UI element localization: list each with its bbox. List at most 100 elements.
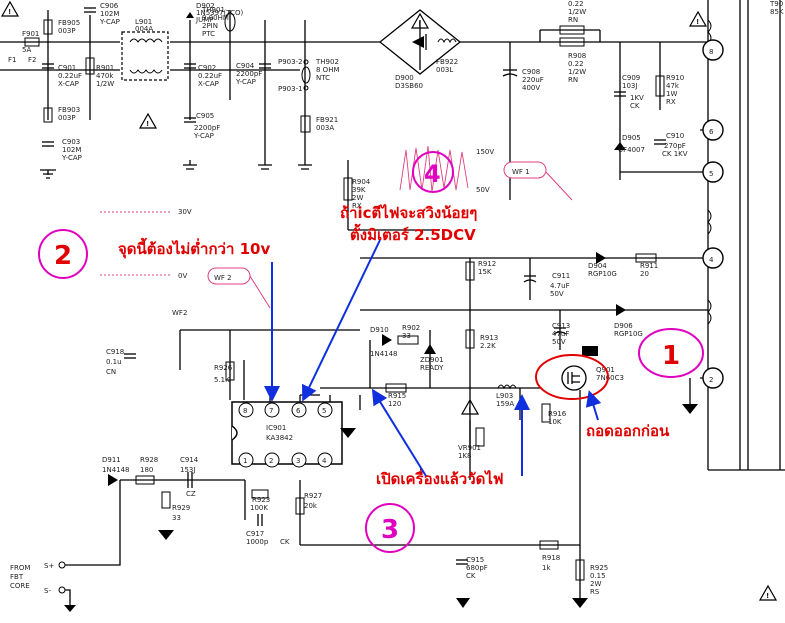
warning-icon: ! [758,584,778,601]
res-r918: R918 1k [539,540,560,572]
ic-pin: 8 [238,402,254,418]
svg-text:R929: R929 [172,504,190,512]
svg-text:R925: R925 [590,564,608,572]
cap-c914: C914 153J CZ [180,456,199,498]
svg-text:RN: RN [568,76,578,84]
ground-symbol [340,428,356,438]
svg-text:1: 1 [243,457,247,465]
svg-text:50V: 50V [552,338,566,346]
warning-icon: ! [0,0,20,17]
svg-text:WF 2: WF 2 [214,274,232,282]
diode-d911: D911 1N4148 [102,456,130,486]
svg-text:X-CAP: X-CAP [198,80,219,88]
res-r915: R915 120 [385,383,407,408]
svg-text:103J: 103J [622,82,637,90]
svg-text:TH901: TH901 [201,6,225,14]
res-r907: 0.22 1/2W RN [559,0,586,35]
svg-text:2W: 2W [352,194,363,202]
svg-text:1K8: 1K8 [458,452,472,460]
svg-text:D902: D902 [196,2,215,10]
bead-fb905: FB905 003P [43,19,80,35]
svg-text:1/2W: 1/2W [568,68,586,76]
svg-text:680pF: 680pF [466,564,488,572]
svg-text:R913: R913 [480,334,498,342]
svg-text:2: 2 [709,376,713,384]
annotation-2: 2 [38,229,88,279]
svg-text:UF4007: UF4007 [618,146,645,154]
svg-text:003A: 003A [316,124,334,132]
svg-text:TH902: TH902 [315,58,339,66]
svg-text:5: 5 [709,170,713,178]
res-r923: R923 100K [250,489,270,512]
thermistor-th901: TH901 9.00HM 2PIN PTC [201,6,236,38]
svg-text:50V: 50V [476,186,490,194]
res-r926: R926 5.1K [214,361,235,384]
svg-text:3: 3 [381,515,399,545]
ground-symbol [158,530,174,540]
svg-text:C904: C904 [236,62,255,70]
svg-text:1W: 1W [666,90,677,98]
svg-text:4.7uF: 4.7uF [550,282,570,290]
svg-text:CK: CK [630,102,640,110]
svg-text:C915: C915 [466,556,484,564]
svg-text:CK: CK [280,538,290,546]
ic-pin: 6 [291,402,307,418]
svg-text:Y-CAP: Y-CAP [99,18,120,26]
svg-text:102M: 102M [62,146,81,154]
cap-c917: C917 1000p CK [246,514,290,546]
res-r928: R928 180 [135,456,158,485]
svg-text:C910: C910 [666,132,684,140]
transformer-pin: 5 [702,161,724,183]
mosfet-q901: Q901 7N60C3 [561,346,624,391]
res-r901: R901 470k 1/2W [85,57,114,88]
diode-d906: D906 RGP10G [614,304,643,338]
svg-text:!: ! [468,406,471,414]
svg-text:!: ! [418,20,421,28]
svg-text:5A: 5A [22,46,31,54]
svg-text:33: 33 [402,332,411,340]
warning-icon: ! [410,12,430,29]
svg-text:7: 7 [269,407,273,415]
svg-text:!: ! [766,592,769,600]
svg-text:20k: 20k [304,502,318,510]
svg-text:P903-1: P903-1 [278,85,303,93]
res-r908: R908 0.22 1/2W RN [559,37,586,84]
transformer-pin: 8 [702,39,724,61]
svg-text:C909: C909 [622,74,640,82]
res-r913: R913 2.2K [465,329,498,350]
svg-text:5.1K: 5.1K [214,376,230,384]
diode-d904: D904 RGP10G [588,252,617,278]
svg-text:180: 180 [140,466,153,474]
svg-text:85K: 85K [770,8,784,16]
cap-c901: C901 0.22uF X-CAP [42,63,82,88]
svg-text:CK 1KV: CK 1KV [662,150,688,158]
cap-c908: C908 220uF 400V [502,68,544,92]
annotation-4: 4 [412,151,454,193]
svg-text:CK: CK [466,572,476,580]
svg-text:R908: R908 [568,52,586,60]
arrows [264,239,602,477]
svg-text:2: 2 [54,241,72,271]
warning-icon: ! [460,398,480,415]
cap-c904: C904 2200pF Y-CAP [235,62,271,86]
svg-text:7N60C3: 7N60C3 [596,374,624,382]
bridge-d900: D900 D3SB60 [395,34,427,90]
cap-c902: C902 0.22uF X-CAP [184,63,222,88]
ground-symbol [40,169,56,179]
svg-text:2200pF: 2200pF [236,70,262,78]
svg-text:R902: R902 [402,324,420,332]
ground-symbol [456,598,470,608]
svg-text:CN: CN [106,368,116,376]
svg-text:Y-CAP: Y-CAP [61,154,82,162]
svg-text:!: ! [146,120,149,128]
svg-text:39K: 39K [352,186,366,194]
svg-text:RX: RX [352,202,362,210]
note-remove: ถอดออกก่อน [586,422,670,440]
svg-text:F1: F1 [8,56,16,64]
res-r910: R910 47k 1W RX [655,74,684,106]
svg-text:004A: 004A [135,25,153,33]
svg-text:ZD901: ZD901 [420,356,444,364]
svg-text:D905: D905 [622,134,641,142]
svg-text:1: 1 [662,341,680,371]
svg-text:KA3842: KA3842 [266,434,293,442]
